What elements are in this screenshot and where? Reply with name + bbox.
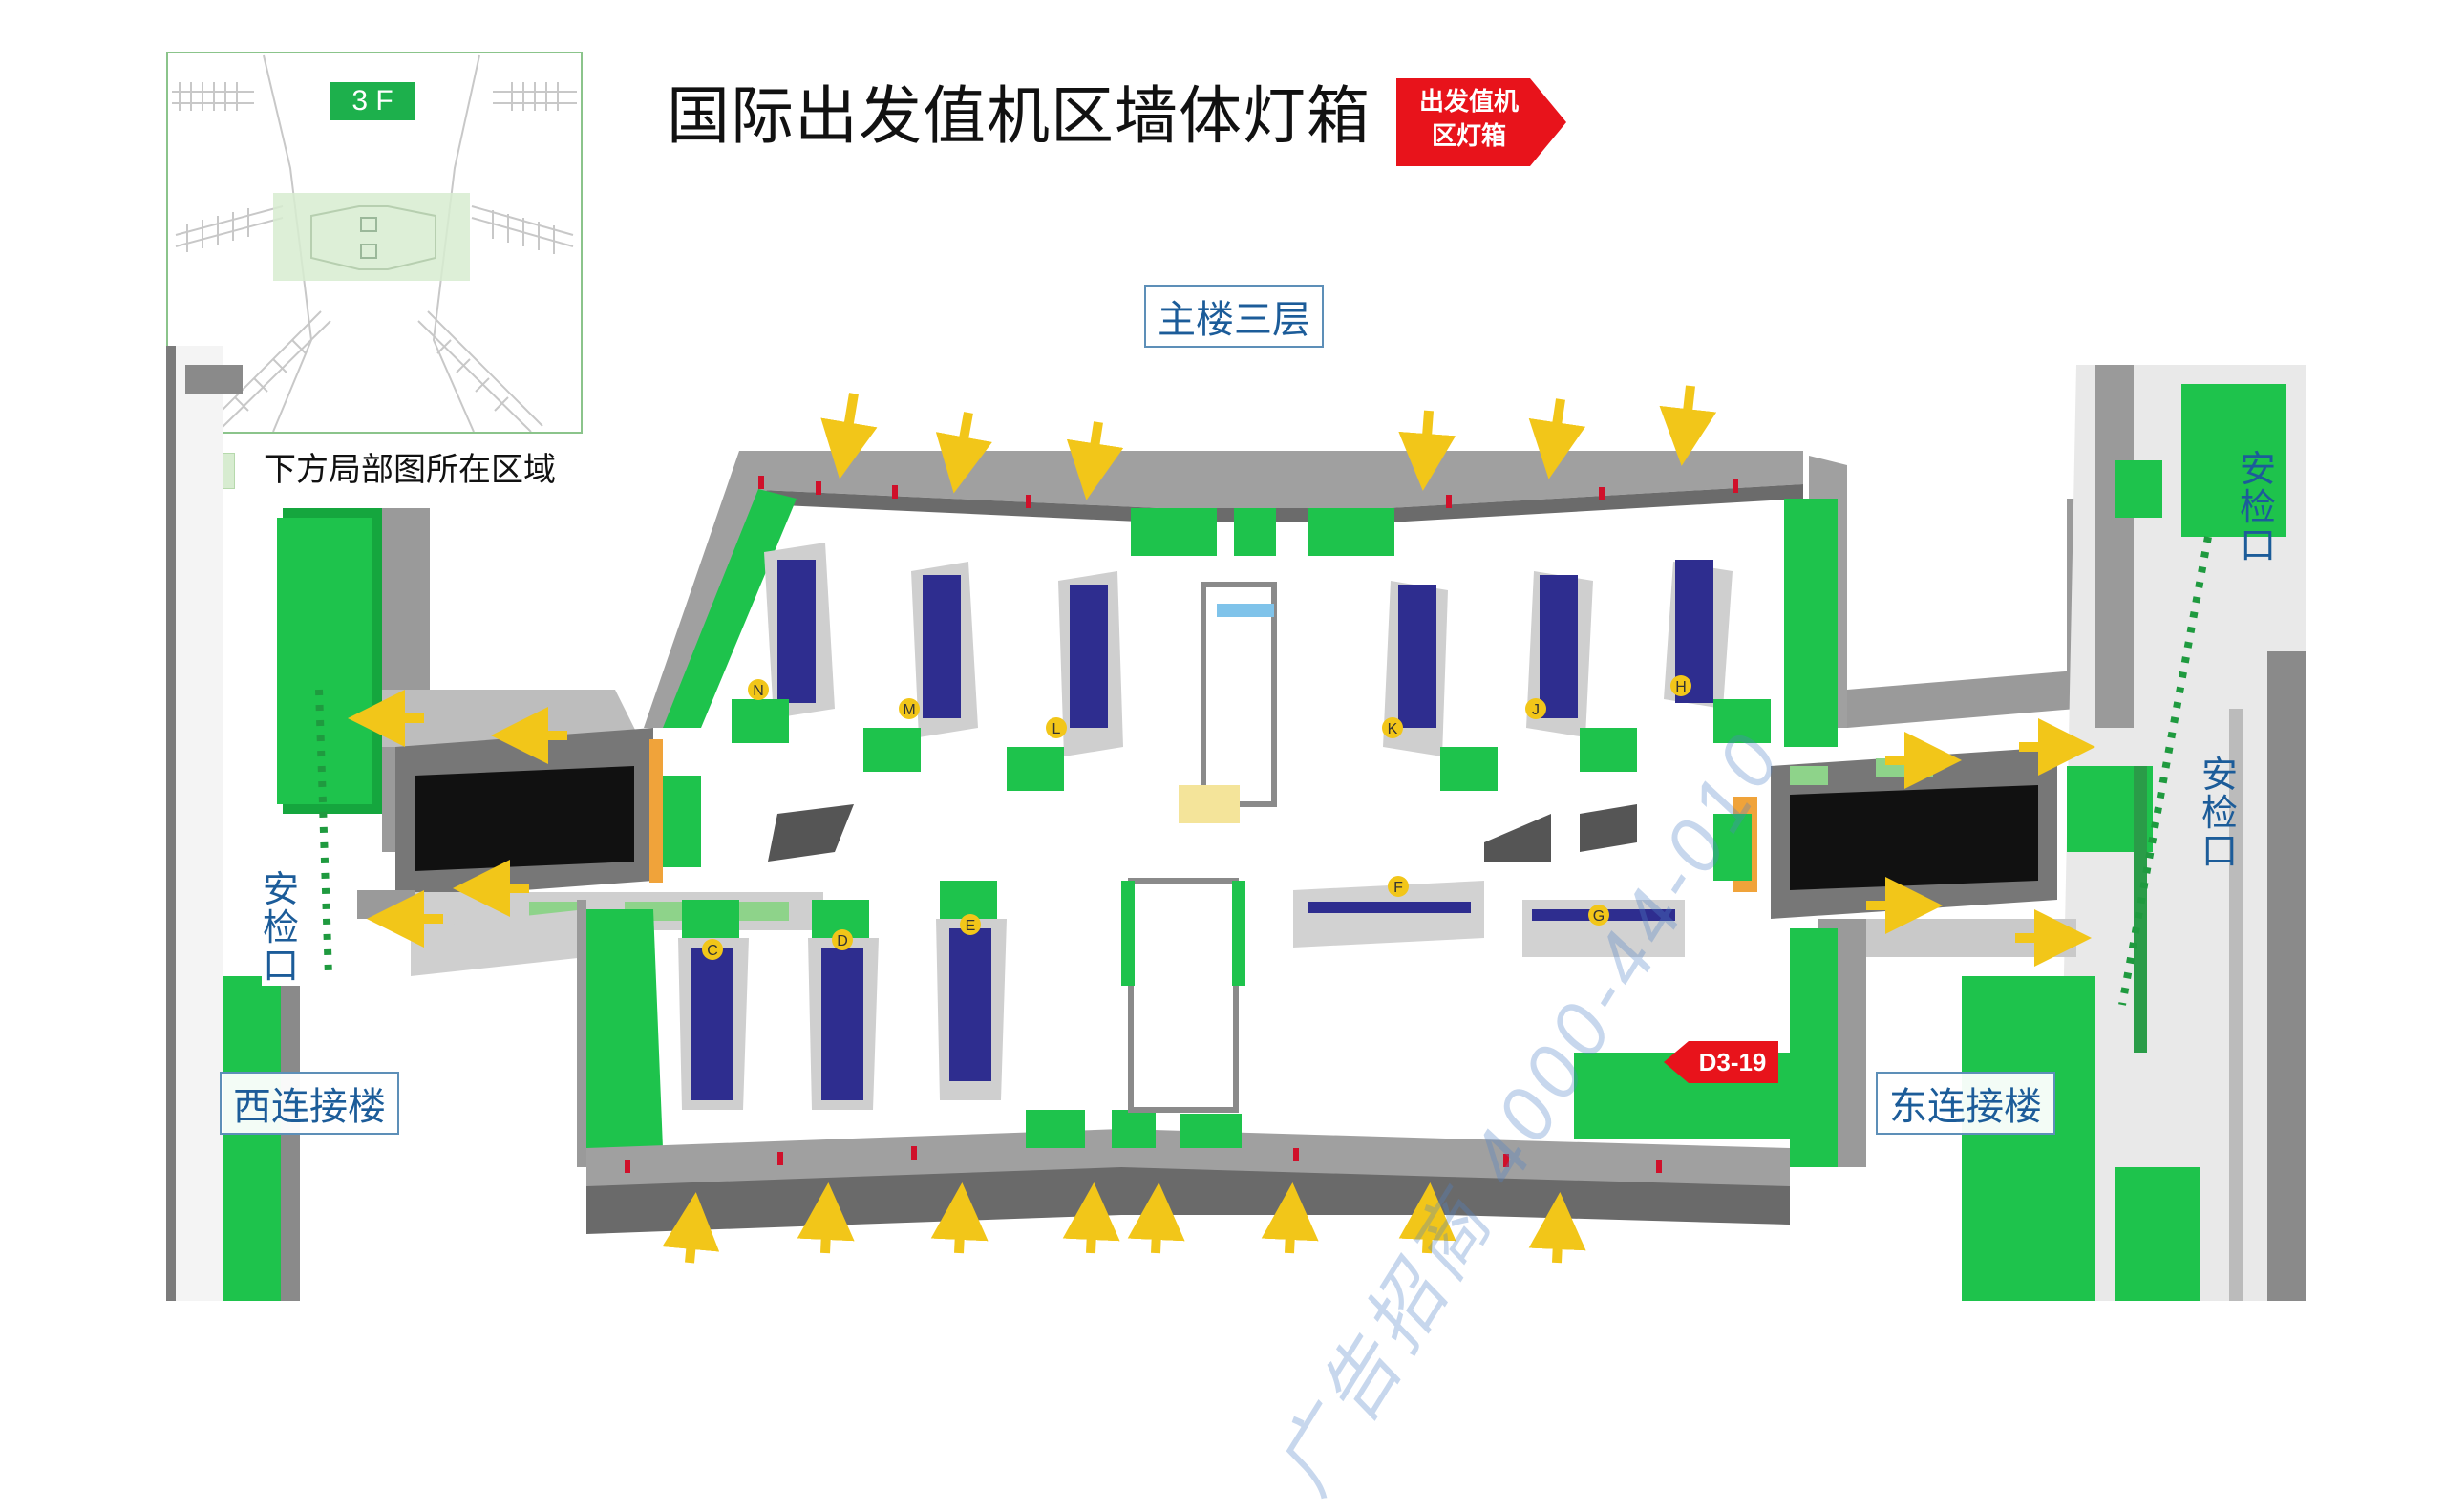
counter-top-label-1: M [903,702,915,718]
security-checkpoint-east-mid: 安检口 [2200,756,2238,872]
counter-bottom-badge-2 [960,914,981,935]
page-title: 国际出发值机区墙体灯箱 [667,80,1371,151]
main-building-label: 主楼三层 [1144,285,1324,348]
counter-top-badge-0 [748,679,769,700]
counter-top-label-4: J [1532,702,1540,718]
checkin-islands-bottom [678,881,1685,1110]
counter-top-badge-1 [899,698,920,719]
tag-line2: 区灯箱 [1431,121,1506,150]
checkin-islands-top [732,543,1771,791]
counter-top-badge-4 [1525,698,1546,719]
security-checkpoint-east-top: 安检口 [2239,450,2276,566]
counter-bottom-right-badge-1 [1588,905,1609,926]
west-connector-building [166,346,300,1301]
counter-bottom-label-1: D [837,933,848,949]
marker-shape [1664,1041,1778,1083]
counter-top-label-5: H [1675,679,1687,695]
east-connector-building [1962,365,2306,1301]
counter-top-badge-2 [1046,717,1067,738]
counter-bottom-right-label-0: F [1393,880,1403,896]
counter-top-label-2: L [1052,721,1061,737]
lightbox-marker-d3-19[interactable]: D3-19 [1664,1041,1778,1083]
counter-bottom-badge-0 [702,939,723,960]
counter-top-badge-3 [1382,717,1403,738]
floor-plan-graphics: N M L K J H C D E F G [166,346,2306,1301]
west-connector-label: 西连接楼 [220,1072,399,1135]
counter-bottom-right-label-1: G [1593,908,1605,925]
counter-top-label-3: K [1388,721,1398,737]
counter-bottom-badge-1 [832,929,853,950]
counter-top-label-0: N [753,683,764,699]
counter-bottom-right-badge-0 [1388,876,1409,897]
counter-bottom-label-2: E [966,918,976,934]
floor-label: 3 F [330,82,415,120]
security-checkpoint-west: 安检口 [262,870,300,987]
lightbox-tag: 出发值机 区灯箱 [1396,78,1566,166]
marker-label: D3-19 [1698,1048,1767,1076]
tag-arrow-shape [1396,78,1566,166]
east-connector-label: 东连接楼 [1876,1072,2055,1135]
legend-text: 下方局部图所在区域 [264,452,556,488]
inset-outline [172,54,577,432]
counter-top-badge-5 [1670,675,1691,696]
tag-line1: 出发值机 [1418,87,1519,116]
counter-bottom-label-0: C [707,943,718,959]
